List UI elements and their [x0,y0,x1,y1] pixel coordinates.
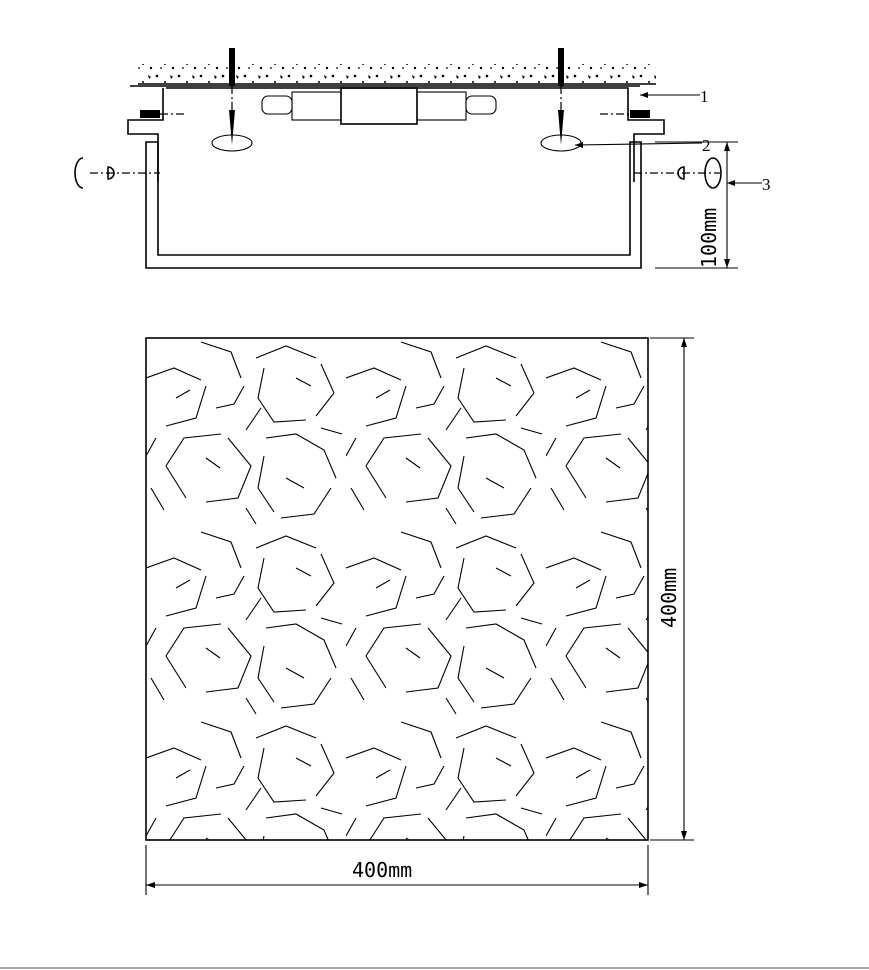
callout-1: 1 [700,87,709,106]
side-screw-right [677,166,685,180]
panel-height-label: 400mm [657,568,681,628]
side-view: 1 2 3 100mm [74,48,771,269]
panel-outline [145,337,649,841]
bulb-left [261,95,293,115]
panel-width-label: 400mm [352,858,412,882]
transformer [340,87,418,125]
knob-right [704,157,722,189]
lamp-shade-profile [145,141,642,269]
ceiling-texture [138,64,656,84]
callout-2: 2 [702,136,711,155]
anchor-screw-left [211,48,253,152]
callout-3: 3 [762,175,771,194]
crack-pattern [146,338,648,840]
bulb-right [465,95,497,115]
height-dimension-label: 100mm [697,208,721,268]
lamp-holder-right [416,91,467,121]
bolt-left [140,110,160,118]
anchor-screw-right [540,48,582,152]
knob-left [74,157,84,189]
side-screw-left [107,166,115,180]
lamp-holder-left [291,91,342,121]
front-view: 400mm 400mm [145,337,694,895]
bolt-right [630,110,650,118]
mounting-bracket [127,85,640,182]
